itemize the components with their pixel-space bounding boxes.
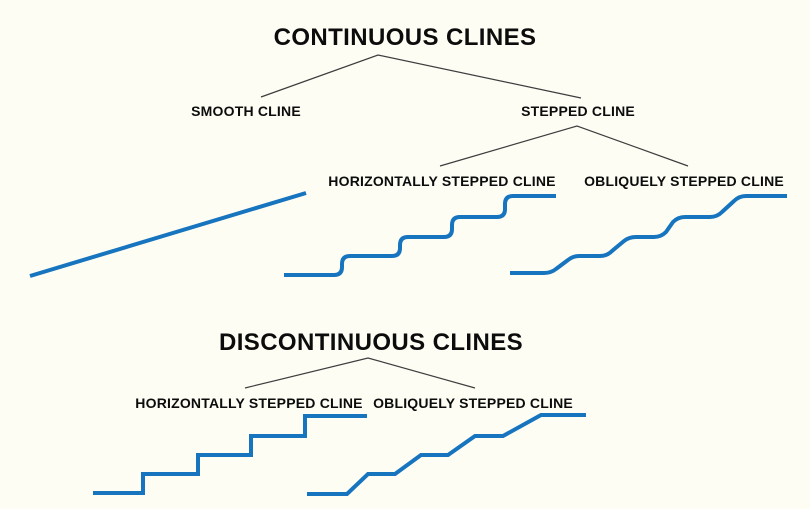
stepped-tree-branch-lines: [439, 125, 689, 167]
discontinuous-clines-title: DISCONTINUOUS CLINES: [218, 329, 524, 356]
discontinuous-obliquely-stepped-cline-label: OBLIQUELY STEPPED CLINE: [373, 395, 573, 411]
continuous-obliquely-stepped-cline-curve: [510, 194, 787, 275]
smooth-cline-curve: [29, 191, 307, 278]
discontinuous-horizontally-stepped-cline-label: HORIZONTALLY STEPPED CLINE: [135, 395, 363, 411]
continuous-horizontally-stepped-cline-curve: [284, 194, 556, 277]
discontinuous-horizontally-stepped-cline-curve: [93, 414, 367, 495]
stepped-cline-label: STEPPED CLINE: [521, 103, 635, 119]
discontinuous-tree-branch-lines: [244, 357, 476, 389]
discontinuous-obliquely-stepped-cline-curve: [307, 413, 586, 496]
continuous-clines-title: CONTINUOUS CLINES: [273, 24, 537, 51]
continuous-tree-branch-lines: [260, 54, 582, 99]
continuous-horizontally-stepped-cline-label: HORIZONTALLY STEPPED CLINE: [328, 173, 556, 189]
continuous-obliquely-stepped-cline-label: OBLIQUELY STEPPED CLINE: [584, 173, 784, 189]
smooth-cline-label: SMOOTH CLINE: [191, 103, 301, 119]
